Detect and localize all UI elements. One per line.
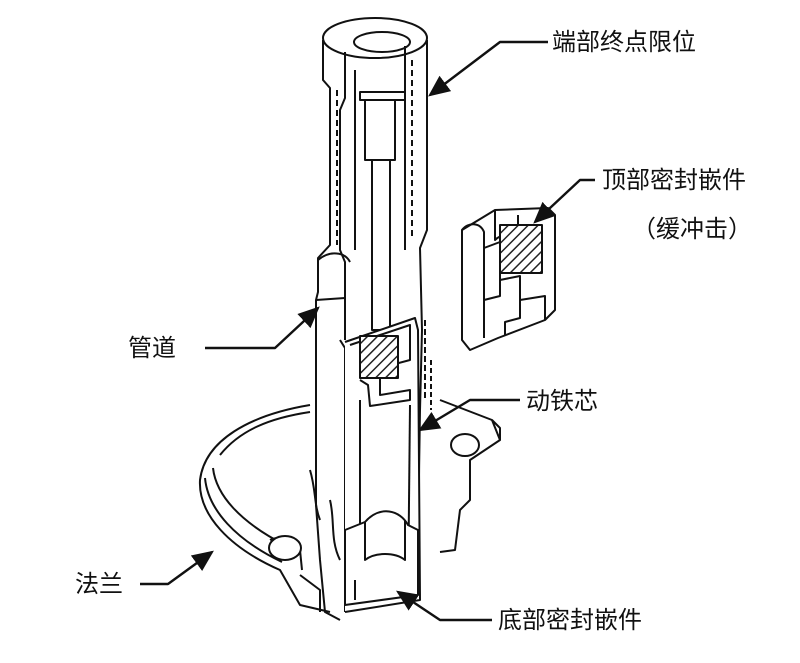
leader-lines	[140, 40, 595, 622]
flange-part	[198, 399, 501, 613]
leader-moving-core	[417, 398, 520, 432]
leader-end-stop	[428, 40, 548, 97]
label-tube: 管道	[128, 334, 176, 362]
label-end-stop: 端部终点限位	[552, 28, 696, 56]
label-top-seal-note: （缓冲击）	[632, 215, 752, 243]
leader-tube	[205, 306, 320, 350]
bottom-seal-insert-part	[344, 510, 419, 606]
label-top-seal-insert: 顶部密封嵌件	[602, 166, 746, 194]
label-bottom-seal-insert: 底部密封嵌件	[498, 606, 642, 634]
label-flange: 法兰	[75, 570, 123, 598]
leader-bottom-seal	[396, 590, 492, 622]
leader-flange	[140, 550, 214, 586]
leader-top-seal	[533, 178, 595, 224]
top-seal-insert-part	[461, 207, 556, 351]
label-moving-core: 动铁芯	[526, 387, 598, 415]
